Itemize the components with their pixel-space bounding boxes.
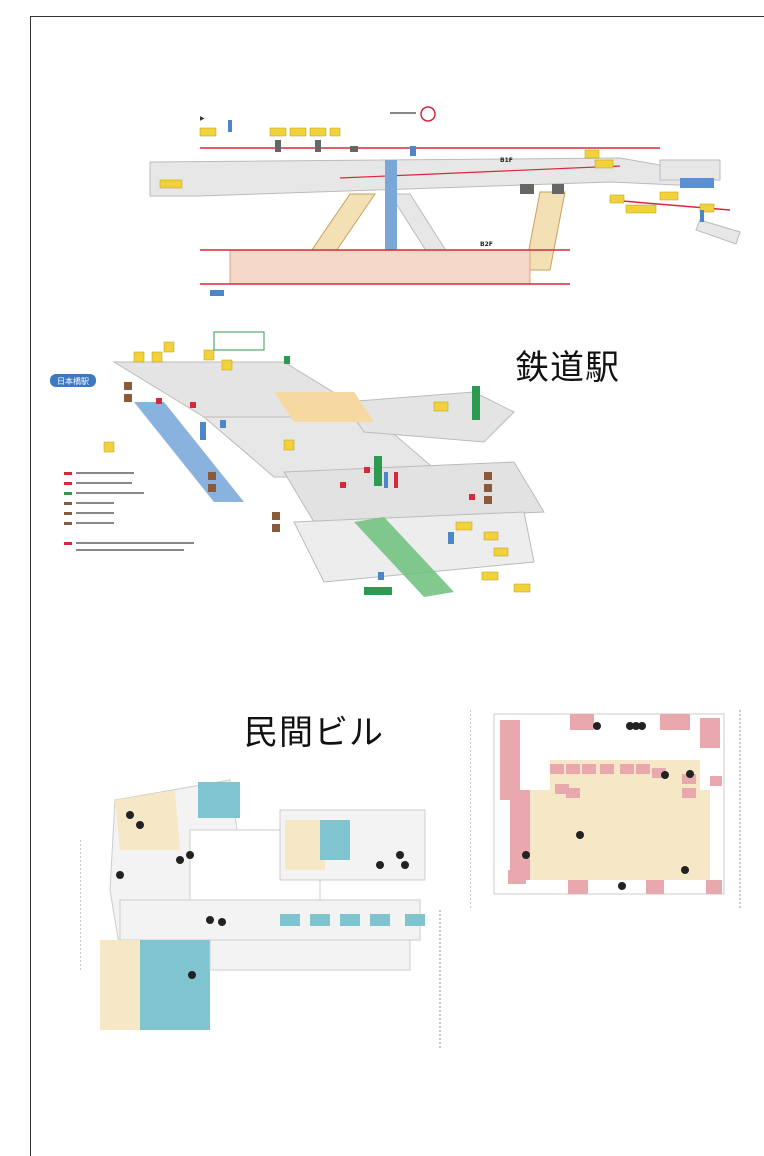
caption-private-building: 民間ビル bbox=[244, 713, 384, 753]
svg-text:▶: ▶ bbox=[200, 115, 205, 122]
exit-signs bbox=[159, 127, 715, 214]
brown-exits bbox=[124, 382, 492, 532]
b1-concourse bbox=[149, 157, 701, 197]
station-badge bbox=[50, 374, 96, 387]
elevator-icons bbox=[116, 811, 409, 979]
caption-railway-station: 鉄道駅 bbox=[515, 348, 620, 388]
station-isometric-map: 日本橋駅 bbox=[50, 331, 545, 597]
platform-blue bbox=[134, 402, 244, 502]
building-floor-map-right bbox=[470, 710, 741, 910]
legend-list bbox=[64, 472, 194, 551]
page-frame bbox=[30, 16, 764, 1156]
platform-green bbox=[354, 517, 454, 597]
elevator-icons-right bbox=[522, 722, 694, 890]
elevator-shaft bbox=[385, 160, 397, 270]
exit-signs bbox=[103, 341, 531, 593]
green-markers bbox=[284, 356, 480, 595]
pink-shops bbox=[500, 714, 722, 894]
station-floor-map: B1F B2F ▶ bbox=[149, 106, 741, 296]
b2-platform bbox=[229, 249, 531, 285]
floor-label-b1: B1F bbox=[500, 157, 513, 164]
building-floor-map-left bbox=[80, 779, 441, 1050]
floor-label-b2: B2F bbox=[480, 241, 493, 248]
teal-block bbox=[198, 782, 240, 818]
station-badge-label: 日本橋駅 bbox=[57, 376, 89, 386]
station-logo-icon bbox=[420, 106, 436, 122]
